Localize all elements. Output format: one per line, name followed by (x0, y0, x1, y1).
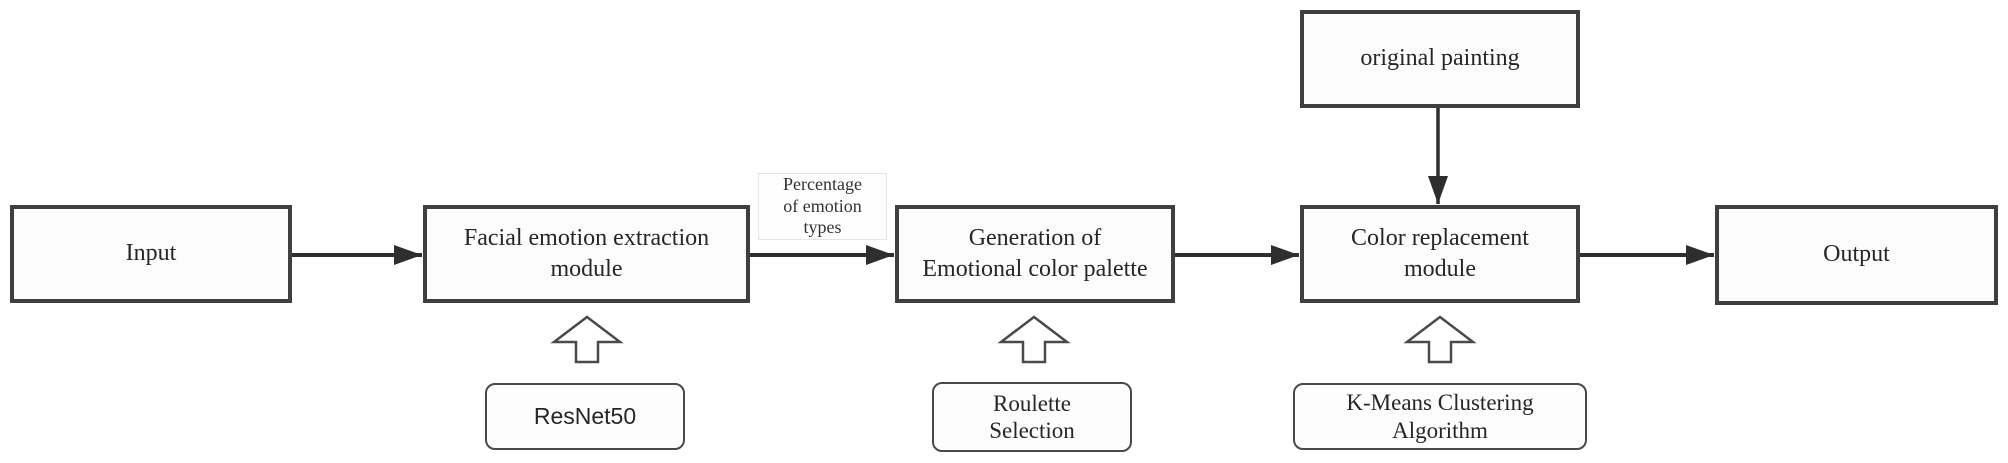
roulette-node-label-line1: Roulette (993, 390, 1071, 416)
block-up-arrow-kmeans (1403, 315, 1477, 364)
color-replace-node-label-line2: module (1404, 256, 1476, 282)
output-node-label: Output (1823, 241, 1890, 268)
original-painting-node-label: original painting (1360, 45, 1520, 72)
input-node-label: Input (125, 240, 177, 267)
generation-node-label-line1: Generation of (968, 224, 1102, 251)
kmeans-node-label-line2: Algorithm (1392, 417, 1488, 443)
input-node: Input (10, 205, 292, 303)
kmeans-node-label-line1: K-Means Clustering (1346, 390, 1534, 416)
percentage-label-line1: Percentage (783, 173, 862, 194)
kmeans-clustering-algorithm-node: K-Means Clustering Algorithm (1293, 383, 1587, 450)
facial-node-label-line1: Facial emotion extraction (463, 224, 710, 251)
roulette-node-label-line2: Selection (989, 418, 1075, 443)
color-replace-node-label-line1: Color replacement (1351, 224, 1529, 251)
resnet-node-label: ResNet50 (533, 402, 637, 429)
original-painting-node: original painting (1300, 10, 1580, 108)
output-node: Output (1715, 205, 1998, 305)
generation-emotional-color-palette-node: Generation of Emotional color palette (895, 205, 1175, 303)
color-replacement-module-node: Color replacement module (1300, 205, 1580, 303)
block-up-arrow-resnet (550, 315, 624, 364)
block-up-arrow-roulette (997, 315, 1071, 364)
facial-node-label-line2: module (550, 256, 623, 282)
facial-emotion-extraction-node: Facial emotion extraction module (423, 205, 750, 303)
resnet50-node: ResNet50 (485, 383, 685, 450)
percentage-label-line2: of emotion (783, 195, 862, 216)
roulette-selection-node: Roulette Selection (932, 382, 1132, 452)
generation-node-label-line2: Emotional color palette (922, 256, 1148, 282)
percentage-label-line3: types (803, 217, 842, 238)
percentage-of-emotion-types-label: Percentage of emotion types (758, 173, 887, 240)
